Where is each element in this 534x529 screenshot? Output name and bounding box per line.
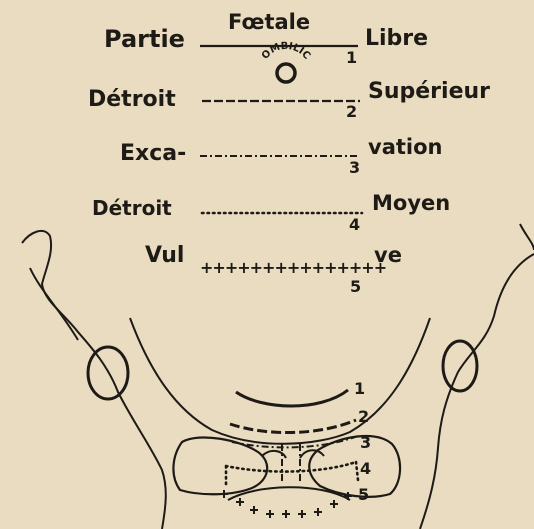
row1-right-label: Libre [365, 26, 428, 51]
level-2-line [230, 420, 356, 433]
row5-right-label: ve [374, 243, 402, 267]
row5-left-label: Vul [145, 243, 184, 268]
left-thigh-inner [30, 268, 78, 340]
left-thigh-outline [22, 231, 166, 529]
row3-right-label: vation [368, 135, 442, 159]
row1-mid-label: Fœtale [228, 10, 310, 34]
pelvis-number-3: 3 [360, 433, 371, 452]
row4-number: 4 [349, 215, 360, 234]
row2-left-label: Détroit [88, 87, 176, 112]
row4-right-label: Moyen [372, 191, 450, 215]
right-trochanter [443, 341, 477, 391]
row1-number: 1 [346, 48, 357, 67]
pelvis-number-4: 4 [360, 459, 371, 478]
fetal-head-arc [236, 390, 348, 406]
row2-right-label: Supérieur [368, 79, 490, 104]
row2-number: 2 [346, 102, 357, 121]
pelvis-number-2: 2 [358, 407, 369, 426]
ombilic-label: OMBILIC [260, 41, 312, 62]
row3-number: 3 [349, 158, 360, 177]
ombilic-circle [277, 64, 295, 82]
pelvis-number-5: 5 [358, 485, 369, 504]
pelvis-number-1: 1 [354, 379, 365, 398]
right-thigh-top [520, 224, 534, 250]
row5-number: 5 [350, 277, 361, 296]
row4-left-label: Détroit [92, 196, 172, 220]
row3-left-label: Exca- [120, 141, 186, 166]
level-4-line [226, 462, 358, 488]
row5-cross-line: +++++++++++++++ [200, 258, 386, 277]
right-thigh-outline [420, 254, 534, 529]
row1-left-label: Partie [104, 25, 185, 53]
pelvic-basin-outline [130, 318, 430, 444]
